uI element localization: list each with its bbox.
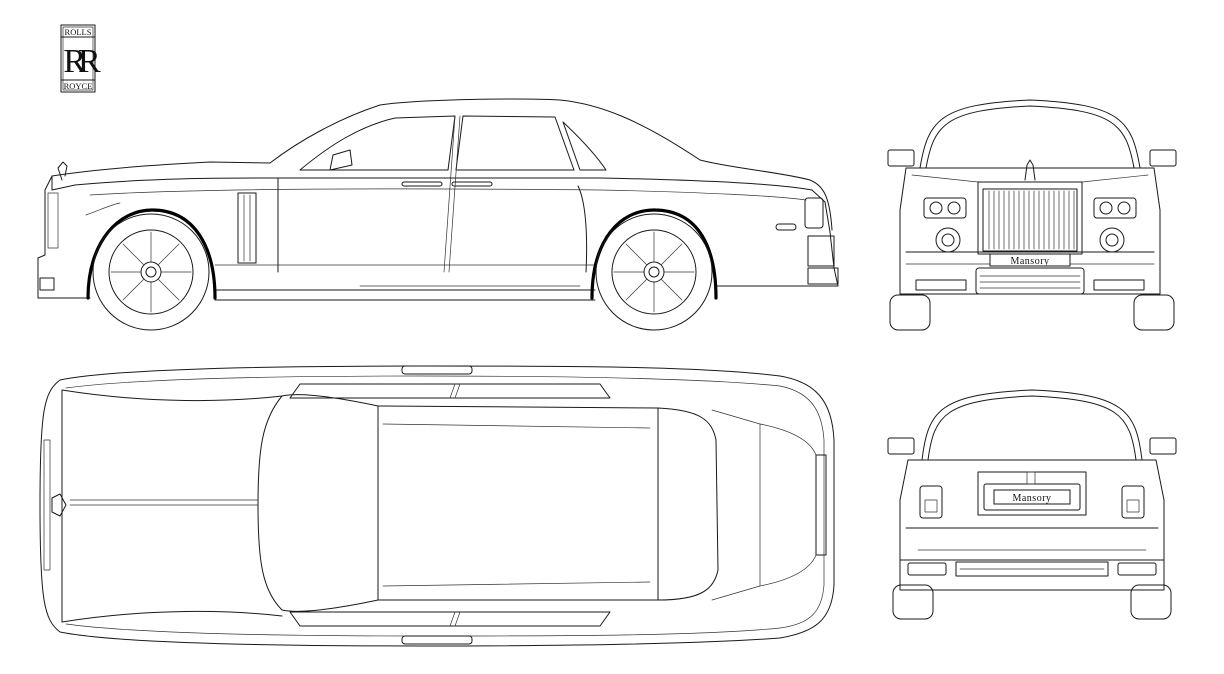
logo-top-text: ROLLS — [65, 27, 92, 37]
rear-badge-plate — [993, 489, 1071, 505]
side-view — [37, 98, 839, 331]
front-view: Mansory — [887, 99, 1177, 331]
front-wheel — [92, 213, 210, 331]
grille-bars — [988, 190, 1075, 250]
logo-bottom-text: ROYCE — [64, 81, 93, 91]
front-badge-plate — [989, 253, 1071, 267]
rear-view: Mansory — [887, 389, 1177, 620]
front-mansory-badge: Mansory — [1010, 256, 1049, 267]
rear-mansory-badge: Mansory — [1012, 493, 1051, 504]
rolls-royce-logo: ROLLS RR ROYCE — [60, 24, 109, 93]
top-view — [39, 365, 835, 647]
rear-wheel — [595, 213, 713, 331]
